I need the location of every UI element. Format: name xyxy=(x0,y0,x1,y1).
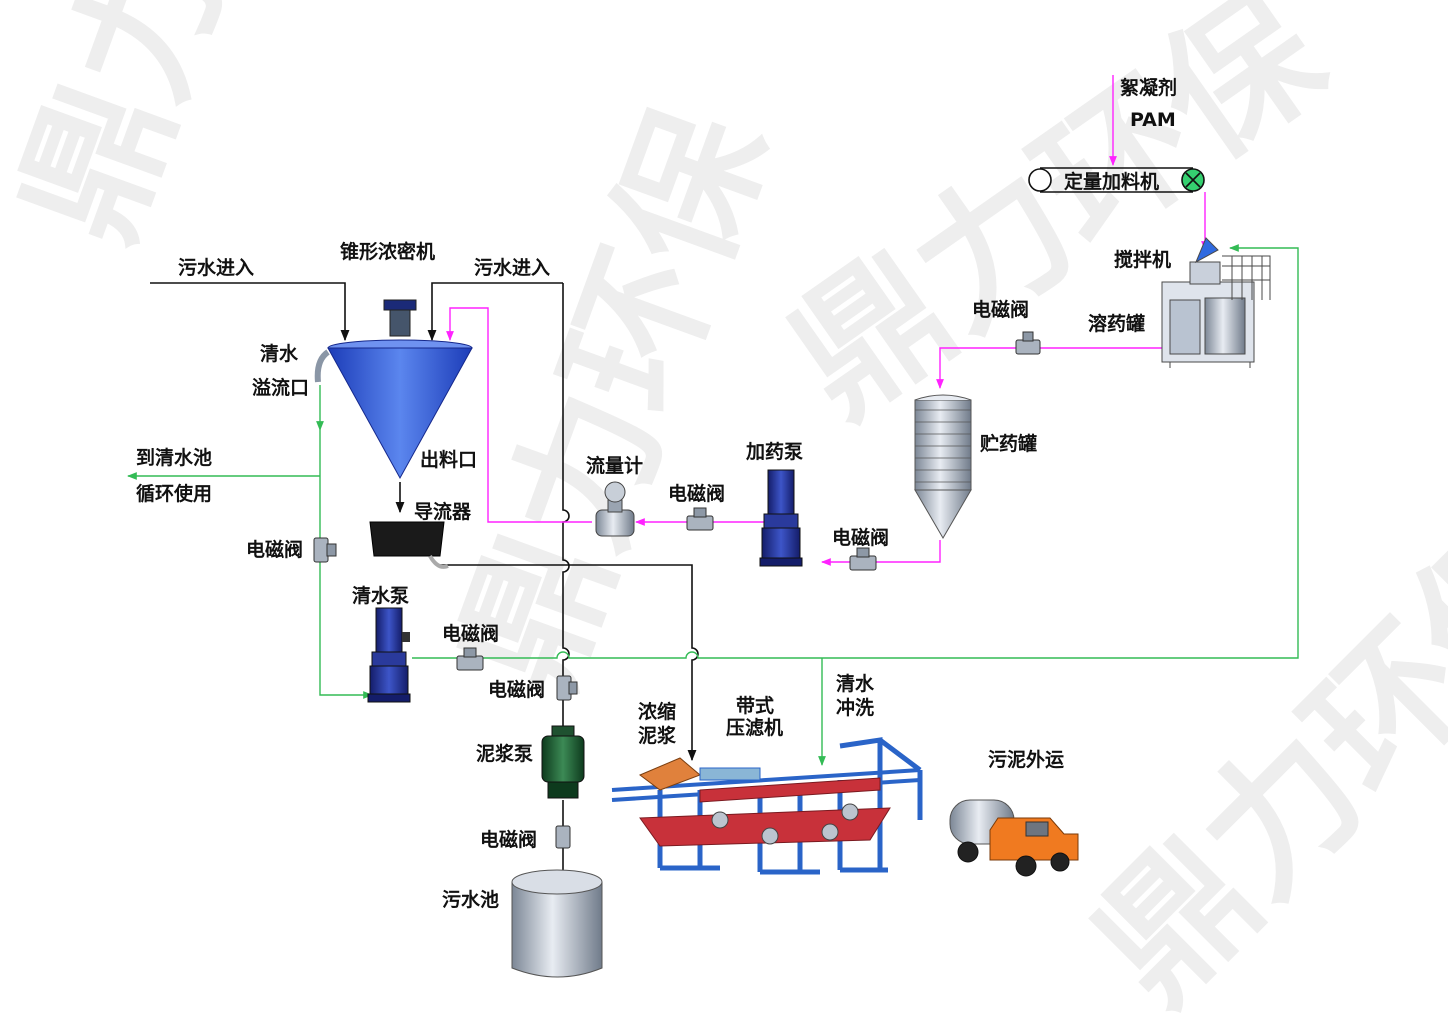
sewage-inlet-left-pipe xyxy=(150,282,350,342)
labels: 絮凝剂 PAM 定量加料机 搅拌机 溶药罐 电磁阀 贮药罐 加药泵 电磁阀 电磁… xyxy=(136,76,1177,911)
dissolving-tank-label: 溶药罐 xyxy=(1088,312,1145,335)
overflow-label: 溢流口 xyxy=(252,376,309,399)
sewage-in-label: 污水进入 xyxy=(474,257,550,279)
thick-slurry-pipe xyxy=(440,564,699,762)
to-clear-pool-label: 到清水池 xyxy=(136,446,212,469)
solenoid-valve-slurry xyxy=(556,675,578,701)
deflector-label: 导流器 xyxy=(414,500,472,523)
sewage-inlet-right-pipe xyxy=(427,282,563,342)
dosing-pump xyxy=(759,469,803,567)
cone-thickener xyxy=(314,299,473,480)
flowmeter-to-thickener-pipe xyxy=(446,307,592,523)
dissolving-to-storage-pipe xyxy=(936,347,1165,389)
flowmeter-label: 流量计 xyxy=(586,454,643,477)
valve-label: 电磁阀 xyxy=(246,538,303,561)
dosing-feeder-label: 定量加料机 xyxy=(1064,170,1159,193)
watermark-text: 鼎力环保 xyxy=(761,0,1354,449)
valve-label: 电磁阀 xyxy=(442,622,499,645)
solenoid-valve-dosing xyxy=(686,507,714,531)
solenoid-valve-top xyxy=(1015,331,1041,355)
thickener-label: 锥形浓密机 xyxy=(340,240,435,263)
storage-tank xyxy=(914,394,972,539)
mixer-dissolving-tank xyxy=(1161,237,1271,368)
recycle-label: 循环使用 xyxy=(136,482,212,505)
sewage-pool-label: 污水池 xyxy=(442,888,499,911)
slurry-pump xyxy=(541,725,585,799)
thick-slurry-label: 浓缩 xyxy=(638,700,676,723)
solenoid-valve-storage-outlet xyxy=(849,547,877,571)
thick-slurry-label: 泥浆 xyxy=(638,724,677,747)
sewage-riser-pipe xyxy=(562,283,570,730)
flocculant-label: 絮凝剂 xyxy=(1120,76,1177,99)
storage-tank-label: 贮药罐 xyxy=(979,432,1037,455)
solenoid-valve-bottom xyxy=(555,825,571,849)
solenoid-valve-left xyxy=(313,537,337,563)
wash-label: 冲洗 xyxy=(836,696,874,719)
clear-pump-out-pipe xyxy=(412,244,1299,659)
slurry-pump-label: 泥浆泵 xyxy=(476,742,533,765)
overflow-label: 清水 xyxy=(260,342,299,365)
dosing-pump-label: 加药泵 xyxy=(745,440,803,463)
outlet-label: 出料口 xyxy=(420,448,477,471)
valve-label: 电磁阀 xyxy=(972,298,1029,321)
sludge-out-label: 污泥外运 xyxy=(988,748,1064,771)
mixer-label: 搅拌机 xyxy=(1114,248,1171,271)
watermark-text: 鼎力环保 xyxy=(1062,487,1448,1024)
sludge-truck xyxy=(949,799,1079,877)
clear-pump-label: 清水泵 xyxy=(352,584,409,607)
watermark-text: 鼎力环保 xyxy=(430,87,799,712)
clear-water-pump xyxy=(367,607,411,703)
valve-label: 电磁阀 xyxy=(480,828,537,851)
belt-filter-press xyxy=(611,737,923,875)
flowmeter xyxy=(595,481,635,537)
solenoid-valve-clear-pump xyxy=(456,647,484,671)
clear-water-pipes xyxy=(127,244,1299,766)
valve-label: 电磁阀 xyxy=(832,526,889,549)
wash-label: 清水 xyxy=(836,672,875,695)
filter-press-label: 带式 xyxy=(736,694,774,717)
filter-press-label: 压滤机 xyxy=(726,717,783,739)
dosing-feeder xyxy=(1028,167,1205,193)
pam-label: PAM xyxy=(1130,109,1176,131)
sewage-in-label: 污水进入 xyxy=(178,257,254,279)
sewage-pool xyxy=(511,869,603,978)
watermark-text: 鼎力环保 xyxy=(0,0,360,262)
valve-label: 电磁阀 xyxy=(668,482,725,505)
valve-label: 电磁阀 xyxy=(488,678,545,701)
deflector xyxy=(369,521,449,569)
overflow-main-pipe xyxy=(319,430,373,699)
